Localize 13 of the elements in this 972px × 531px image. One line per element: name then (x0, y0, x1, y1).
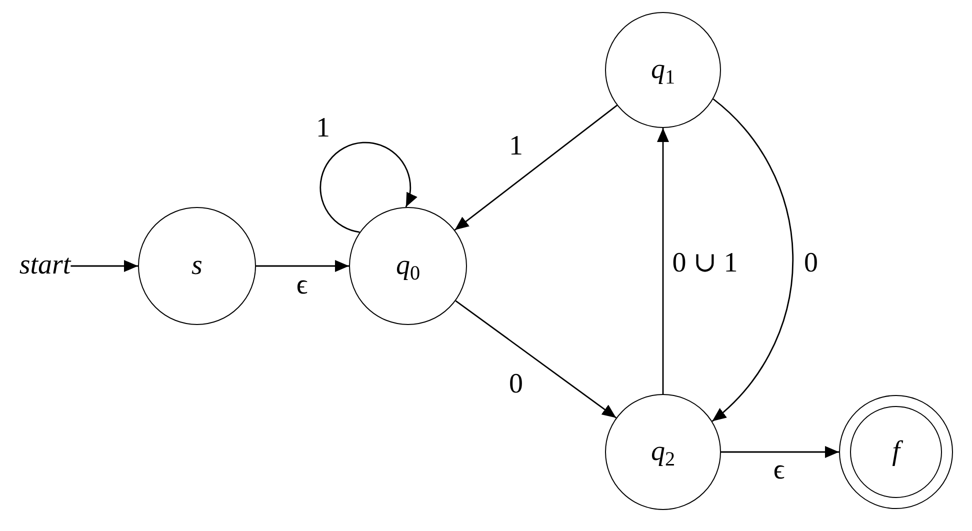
self-loop-arrow (320, 142, 417, 233)
transition-arrow (455, 300, 617, 418)
state-label: q$_{1}$ (650, 54, 676, 86)
start-label: start (19, 250, 71, 282)
state-label: s (192, 250, 202, 282)
state-label: q$_{2}$ (650, 436, 676, 468)
transition-arrow (256, 260, 349, 272)
transition-arrow (70, 260, 138, 272)
transition-arrow (657, 128, 669, 394)
transition-arrow (454, 104, 618, 231)
transition-arrow (712, 98, 794, 422)
state-label: q$_{0}$ (396, 250, 420, 282)
transition-arrow (721, 446, 839, 458)
